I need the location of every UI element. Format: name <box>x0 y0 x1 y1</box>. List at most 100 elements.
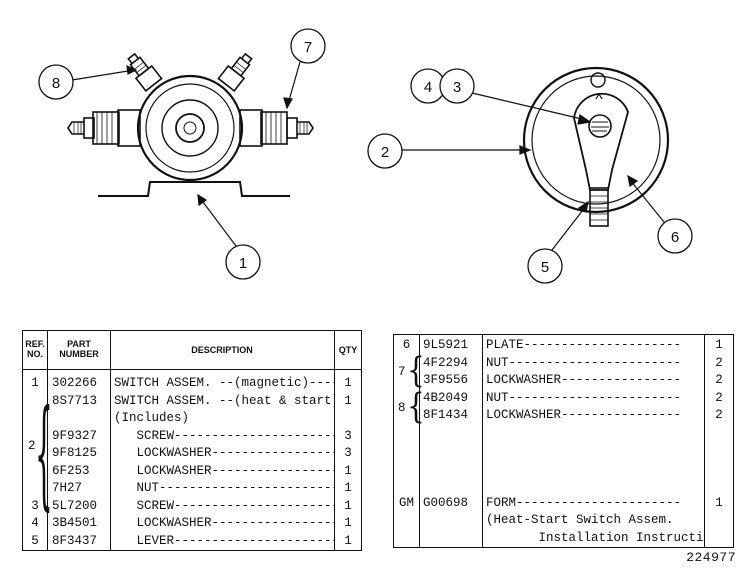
qty-cell: 1 <box>344 393 352 408</box>
part-number-cell: G00698 <box>423 495 469 510</box>
description-cell: NUT------------------------- <box>114 481 335 495</box>
part-number-cell: 9F9327 <box>52 428 98 443</box>
table-row: 6F253 LOCKWASHER------------------ 1 <box>23 463 361 481</box>
heat-start-switch-drawing <box>522 66 670 227</box>
description-cell: Installation Instructions) <box>538 530 705 545</box>
table-row: 4 3B4501 LOCKWASHER------------------ 1 <box>23 515 361 533</box>
callout-5: 5 <box>527 248 563 284</box>
qty-cell: 2 <box>715 408 723 422</box>
part-number-cell: 5L7200 <box>52 498 98 513</box>
description-cell: LOCKWASHER------------------ <box>114 516 335 530</box>
description-cell: LEVER----------------------- <box>114 533 335 548</box>
qty-cell: 2 <box>715 390 723 405</box>
group-ref-7: 7 <box>398 365 406 379</box>
part-number-cell: 6F253 <box>52 463 90 478</box>
table-row: 8F1434 LOCKWASHER---------------- 2 <box>394 407 733 425</box>
parts-illustration: 8 7 1 4 3 2 6 5 <box>38 28 693 284</box>
table-row: 4F2294 NUT----------------------- 2 <box>394 355 733 373</box>
qty-cell: 1 <box>344 516 352 530</box>
ref-cell: 6 <box>402 338 411 352</box>
table-row: 5 8F3437 LEVER----------------------- 1 <box>23 533 361 551</box>
part-number-cell: 9F8125 <box>52 446 98 460</box>
description-cell: NUT----------------------- <box>486 390 682 405</box>
description-cell: SWITCH ASSEM. --(magnetic)----- <box>114 376 334 390</box>
part-number-cell: 4F2294 <box>423 355 469 370</box>
group-brace-7: { <box>407 349 425 391</box>
table-row: 3 5L7200 SCREW----------------------- 1 <box>23 498 361 516</box>
qty-cell: 2 <box>715 373 723 387</box>
part-number-cell: 3F9556 <box>423 373 469 387</box>
table-row: Installation Instructions) <box>394 530 733 548</box>
ref-cell: 1 <box>31 376 39 390</box>
qty-cell: 3 <box>344 446 352 460</box>
part-number-cell: 3B4501 <box>52 516 98 530</box>
table-row: 9F8125 LOCKWASHER------------------3 <box>23 445 361 463</box>
qty-cell: 1 <box>344 498 352 513</box>
part-number-cell: 302266 <box>52 376 98 390</box>
table-row <box>394 477 733 495</box>
leader-lines <box>71 61 665 251</box>
svg-text:8: 8 <box>52 75 60 92</box>
part-number-cell: 8S7713 <box>52 393 98 408</box>
table-row: 7H27 NUT------------------------- 1 <box>23 480 361 498</box>
description-cell: LOCKWASHER------------------ <box>114 463 335 478</box>
description-cell: SCREW----------------------- <box>114 498 335 513</box>
svg-text:7: 7 <box>304 39 312 56</box>
svg-text:3: 3 <box>453 79 461 96</box>
description-cell: (Heat-Start Switch Assem. <box>486 513 674 527</box>
callout-1: 1 <box>225 244 261 280</box>
header-ref-no: REF. NO. <box>25 339 45 359</box>
callout-8: 8 <box>38 64 74 100</box>
callout-6: 6 <box>657 218 693 254</box>
svg-text:1: 1 <box>239 255 247 272</box>
table-row: 9F9327 SCREW----------------------- 3 <box>23 428 361 446</box>
description-cell: NUT----------------------- <box>486 355 682 370</box>
part-number-cell: 7H27 <box>52 481 83 495</box>
ref-cell: 3 <box>31 498 39 513</box>
table-row <box>394 442 733 460</box>
table-row <box>394 425 733 443</box>
group-ref-8: 8 <box>398 401 406 415</box>
ref-cell: GM <box>398 495 414 510</box>
qty-cell: 1 <box>344 463 352 478</box>
header-part-number: PART NUMBER <box>59 339 99 359</box>
part-number-cell: 4B2049 <box>423 390 469 405</box>
svg-text:2: 2 <box>381 144 389 161</box>
ref-cell: 5 <box>31 533 39 548</box>
callout-2: 2 <box>367 133 403 169</box>
description-cell: PLATE--------------------- <box>486 338 682 352</box>
svg-text:5: 5 <box>541 259 549 276</box>
table-row <box>394 460 733 478</box>
part-number-cell: 8F3437 <box>52 533 98 548</box>
table-row: (Includes) <box>23 410 361 428</box>
description-cell: FORM---------------------- <box>486 495 682 510</box>
parts-table-left: REF. NO. PART NUMBER DESCRIPTION QTY { 2… <box>22 330 362 551</box>
table-row: GM G00698 FORM---------------------- 1 <box>394 495 733 513</box>
description-cell: SCREW----------------------- <box>114 428 335 443</box>
figure-number: 224977 <box>686 550 736 565</box>
group-brace-2: { <box>35 384 53 523</box>
group-ref-2: 2 <box>28 439 36 453</box>
svg-text:4: 4 <box>424 79 432 96</box>
description-cell: (Includes) <box>114 411 190 425</box>
qty-cell: 1 <box>715 495 723 510</box>
header-qty: QTY <box>338 345 358 355</box>
part-number-cell: 9L5921 <box>423 338 469 352</box>
ref-cell: 4 <box>31 516 39 530</box>
description-cell: LOCKWASHER---------------- <box>486 408 682 422</box>
callout-7: 7 <box>290 28 326 64</box>
qty-cell: 1 <box>344 533 352 548</box>
description-cell: SWITCH ASSEM. --(heat & start)-- <box>114 393 334 408</box>
part-number-cell: 8F1434 <box>423 408 469 422</box>
qty-cell: 2 <box>715 355 723 370</box>
qty-cell: 1 <box>344 481 352 495</box>
header-description: DESCRIPTION <box>191 345 253 355</box>
callout-3: 3 <box>439 68 475 104</box>
qty-cell: 3 <box>344 428 352 443</box>
table-row: 4B2049 NUT----------------------- 2 <box>394 390 733 408</box>
qty-cell: 1 <box>715 338 723 352</box>
svg-text:6: 6 <box>671 229 679 246</box>
